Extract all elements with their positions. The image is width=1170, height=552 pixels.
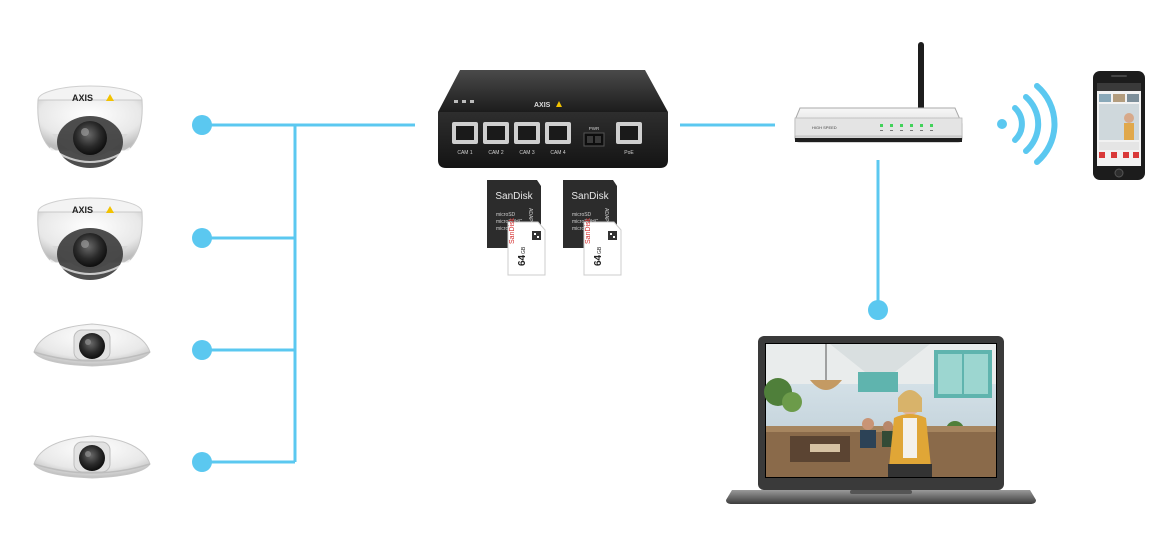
sd-adapter-side-label: ADAPTER <box>527 208 533 232</box>
port-label-cam3: CAM 3 <box>519 150 535 156</box>
laptop-screen-image <box>764 344 996 477</box>
connection-dots <box>192 115 888 472</box>
recorder-port-cam4: CAM 4 <box>545 122 571 156</box>
connector-dot-camera-1 <box>192 115 212 135</box>
microsd-card-1: SanDisk 64 GB <box>507 217 546 276</box>
recorder-port-cam1: CAM 1 <box>452 122 478 156</box>
connector-dot-camera-4 <box>192 452 212 472</box>
dome-camera-1: AXIS <box>37 85 143 168</box>
smartphone-icon <box>1093 71 1145 180</box>
microsd-brand: SanDisk <box>509 217 516 244</box>
port-label-cam2: CAM 2 <box>488 150 504 156</box>
connector-dot-camera-2 <box>192 228 212 248</box>
pwr-label: PWR <box>589 126 600 131</box>
sd-adapter-side-label: ADAPTER <box>603 208 609 232</box>
microsd-brand: SanDisk <box>585 217 592 244</box>
network-video-recorder: AXIS CAM 1 CAM 2 CAM 3 CAM 4 PWR <box>438 70 668 168</box>
flat-dome-camera-4 <box>33 435 151 479</box>
microsd-capacity: 64 <box>593 254 604 266</box>
microsd-capacity-unit: GB <box>597 246 603 254</box>
dome-camera-icon: AXIS <box>37 85 143 168</box>
microsd-capacity-unit: GB <box>521 246 527 254</box>
dome-camera-icon: AXIS <box>37 197 143 280</box>
flat-dome-camera-icon <box>33 435 151 479</box>
flat-dome-camera-3 <box>33 323 151 367</box>
sd-adapter-line-1: microSD <box>572 212 592 218</box>
recorder-power-connector: PWR <box>583 126 605 147</box>
microsd-capacity: 64 <box>517 254 528 266</box>
recorder-port-poe: PoE <box>616 122 642 156</box>
laptop-icon <box>726 336 1036 504</box>
sd-adapter-line-1: microSD <box>496 212 516 218</box>
camera-brand-label: AXIS <box>72 93 93 103</box>
microsd-card-2: SanDisk 64 GB <box>583 217 622 276</box>
sd-adapter-brand: SanDisk <box>571 191 609 202</box>
recorder-port-cam3: CAM 3 <box>514 122 540 156</box>
router-label: HIGH SPEED <box>812 125 837 130</box>
connector-dot-laptop <box>868 300 888 320</box>
sd-adapter-brand: SanDisk <box>495 191 533 202</box>
dome-camera-2: AXIS <box>37 197 143 280</box>
port-label-cam1: CAM 1 <box>457 150 473 156</box>
camera-brand-label: AXIS <box>72 205 93 215</box>
connection-lines <box>202 123 880 464</box>
connector-dot-camera-3 <box>192 340 212 360</box>
sd-card-set-1: SanDisk microSD microSDHC microSDXC ADAP… <box>487 180 546 276</box>
router-status-leds <box>880 124 933 127</box>
recorder-port-cam2: CAM 2 <box>483 122 509 156</box>
sd-card-set-2: SanDisk microSD microSDHC microSDXC ADAP… <box>563 180 622 276</box>
wireless-router-icon: HIGH SPEED <box>794 42 963 143</box>
smartphone <box>1093 71 1145 180</box>
wifi-signal-icon <box>997 83 1058 165</box>
port-label-cam4: CAM 4 <box>550 150 566 156</box>
port-label-poe: PoE <box>624 150 634 156</box>
wireless-router: HIGH SPEED <box>794 42 963 143</box>
laptop <box>726 336 1036 504</box>
flat-dome-camera-icon <box>33 323 151 367</box>
recorder-brand-label: AXIS <box>534 102 551 109</box>
